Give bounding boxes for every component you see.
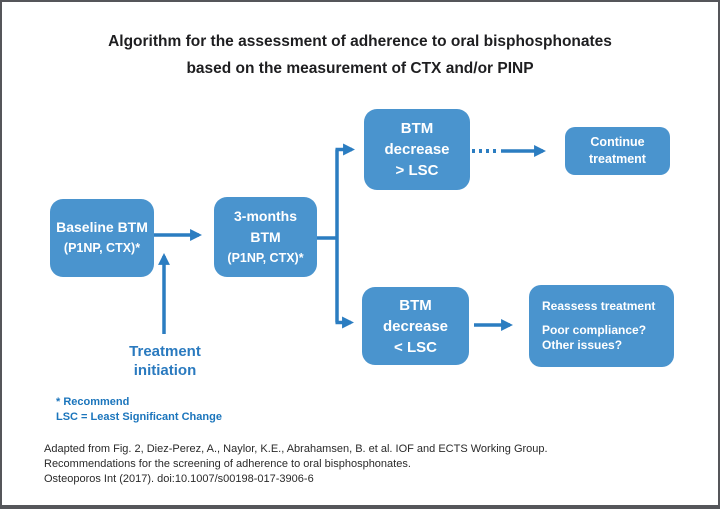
footnote-lsc-definition: LSC = Least Significant Change [56,411,222,423]
node-reassess-treatment-line1: Reassess treatment [542,299,656,313]
node-btm-decrease-gt-lsc-line3: > LSC [395,162,439,179]
node-btm-decrease-lt-lsc-line2: decrease [382,317,449,335]
treatment-initiation-label-line1: Treatment [129,343,201,360]
node-3-months-btm: 3-months BTM (P1NP, CTX)* [214,197,317,277]
citation-line2: Recommendations for the screening of adh… [44,458,411,470]
figure-title: Algorithm for the assessment of adherenc… [2,28,718,82]
citation: Adapted from Fig. 2, Diez-Perez, A., Nay… [44,442,548,487]
node-baseline-btm-line1: Baseline BTM [56,219,148,235]
node-reassess-treatment-questions: Poor compliance? Other issues? [542,323,646,353]
citation-line3: Osteoporos Int (2017). doi:10.1007/s0019… [44,473,314,485]
node-baseline-btm: Baseline BTM (P1NP, CTX)* [50,199,154,277]
figure-title-line1: Algorithm for the assessment of adherenc… [108,33,612,50]
figure-title-line2: based on the measurement of CTX and/or P… [186,60,534,77]
node-btm-decrease-lt-lsc: BTM decrease < LSC [362,287,469,365]
node-reassess-treatment-line3: Other issues? [542,338,623,352]
branch-line-3months [317,149,339,323]
treatment-initiation-label-line2: initiation [133,362,197,379]
node-3-months-btm-line3: (P1NP, CTX)* [227,250,304,265]
node-continue-treatment: Continue treatment [565,127,670,175]
node-3-months-btm-line1: 3-months [234,207,297,224]
node-3-months-btm-line2: BTM [250,228,281,245]
node-reassess-treatment-line2: Poor compliance? [542,323,647,337]
node-btm-decrease-gt-lsc-line2: decrease [384,141,450,158]
node-baseline-btm-line2: (P1NP, CTX)* [63,241,141,255]
footnote-recommend: * Recommend [56,396,130,408]
treatment-initiation-label: Treatment initiation [105,342,225,380]
citation-line1: Adapted from Fig. 2, Diez-Perez, A., Nay… [44,443,548,455]
node-btm-decrease-lt-lsc-line3: < LSC [394,338,437,356]
node-continue-treatment-line2: treatment [589,152,646,166]
footnote: * Recommend LSC = Least Significant Chan… [56,395,222,425]
node-btm-decrease-gt-lsc-line1: BTM [400,120,434,137]
node-reassess-treatment: Reassess treatment Poor compliance? Othe… [529,285,674,367]
node-btm-decrease-gt-lsc: BTM decrease > LSC [364,109,470,190]
node-btm-decrease-lt-lsc-line1: BTM [399,296,432,314]
node-continue-treatment-line1: Continue [590,135,645,149]
